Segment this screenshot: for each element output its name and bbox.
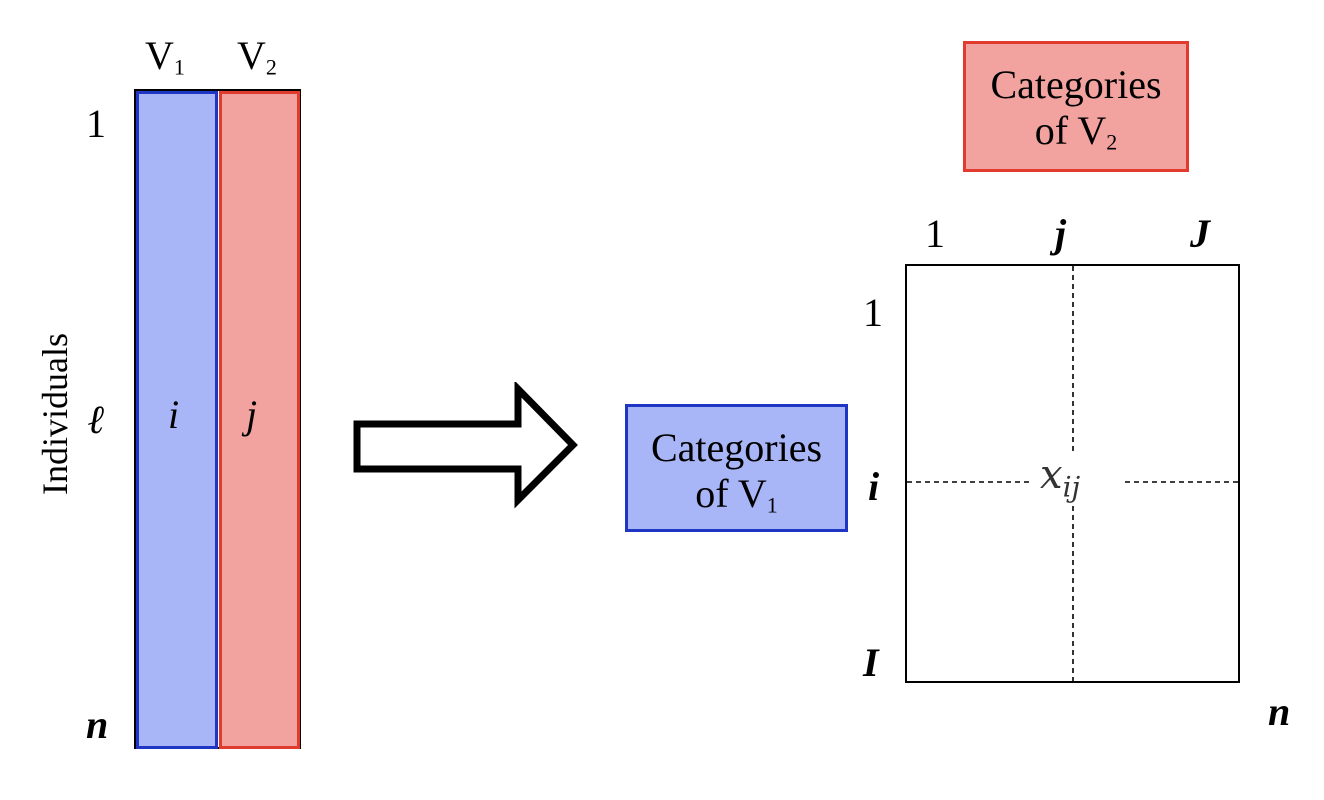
col-label-middle: j	[1055, 211, 1067, 256]
row-label-middle: i	[868, 464, 880, 509]
right-arrow-icon	[353, 382, 578, 509]
categories-v2-box: Categories of V2	[963, 41, 1189, 172]
row-label-middle: ℓ	[88, 397, 106, 442]
col-label-first: 1	[925, 211, 945, 256]
v1-column-header: V1	[145, 33, 185, 80]
categories-v1-line2: of V1	[695, 471, 778, 518]
arrow-shape	[353, 382, 578, 509]
categories-v1-box: Categories of V1	[625, 404, 848, 532]
grand-total-label: n	[1268, 689, 1291, 734]
contingency-table-frame	[905, 264, 1240, 683]
row-label-first: 1	[863, 290, 883, 335]
v1-column	[136, 91, 218, 749]
col-label-last: J	[1190, 211, 1210, 256]
individuals-axis-title: Individuals	[35, 333, 75, 495]
v2-column-header: V2	[237, 33, 277, 80]
row-label-last: n	[86, 702, 109, 747]
cell-xij: xij	[1040, 452, 1081, 504]
row-label-last: I	[863, 640, 879, 685]
v2-cell-value: j	[246, 392, 258, 437]
contingency-gridlines	[907, 266, 1238, 681]
categories-v2-line2: of V2	[1034, 108, 1118, 155]
row-label-first: 1	[86, 101, 106, 146]
v2-column	[219, 91, 300, 749]
categories-v1-line1: Categories	[650, 425, 823, 470]
v1-cell-value: i	[168, 392, 180, 437]
categories-v2-line1: Categories	[990, 62, 1162, 107]
